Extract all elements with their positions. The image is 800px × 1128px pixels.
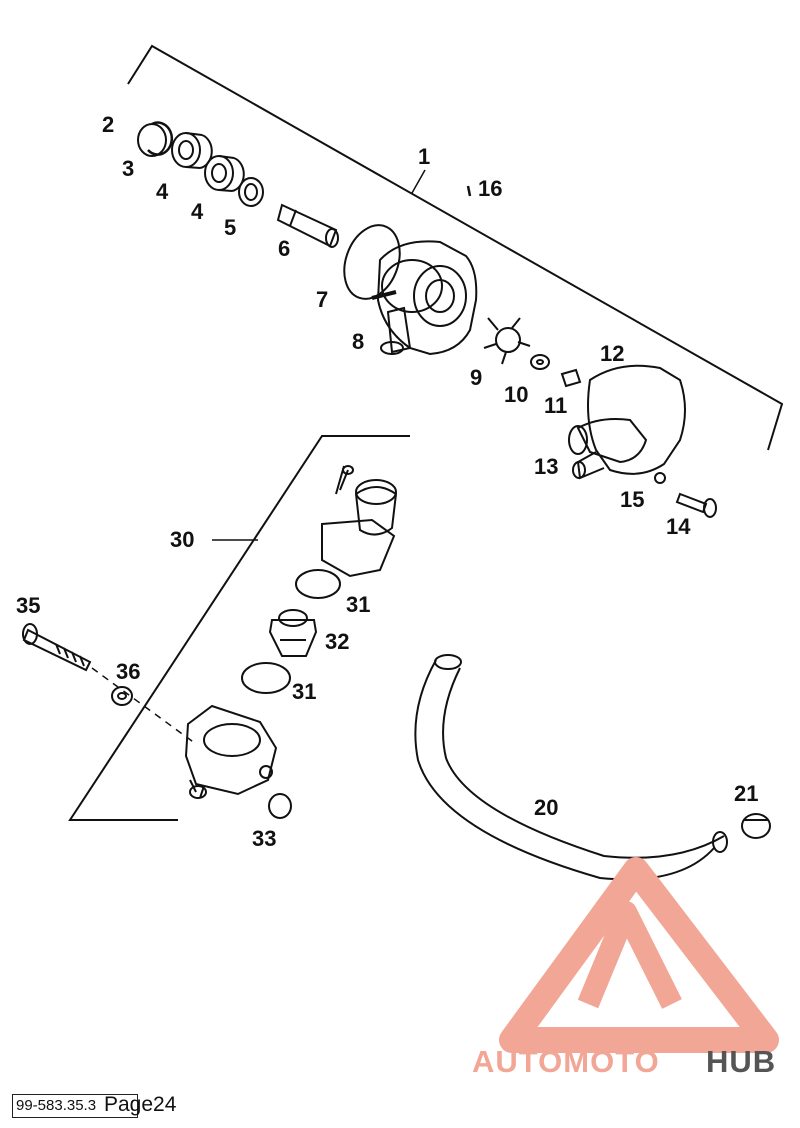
callout-10: 10 (504, 382, 529, 407)
page-number: Page24 (104, 1093, 177, 1116)
pump-housing-8 (371, 240, 478, 356)
watermark-text-primary: AUTOMOTO (472, 1044, 660, 1079)
nut-11 (560, 368, 582, 388)
document-code: 99-583.35.3 (12, 1094, 138, 1118)
assembly-bracket-30 (68, 435, 410, 821)
washer-10 (530, 354, 550, 370)
callout-21: 21 (734, 781, 759, 806)
bearing-4a (171, 132, 213, 169)
callout-36: 36 (116, 659, 141, 684)
oring-31b (241, 662, 291, 694)
callout-31a: 31 (346, 592, 371, 617)
oring-31a (295, 569, 341, 599)
callout-13: 13 (534, 454, 559, 479)
callout-14: 14 (666, 514, 691, 539)
oring-7 (343, 224, 401, 300)
callout-33: 33 (252, 826, 277, 851)
bearing-4b (204, 155, 245, 192)
callout-16: 16 (478, 176, 503, 201)
hose-20 (414, 654, 728, 881)
callout-7: 7 (316, 287, 329, 312)
impeller-9 (483, 317, 531, 365)
shaft-6 (276, 203, 339, 248)
callout-1: 1 (418, 144, 431, 169)
callout-20: 20 (534, 795, 559, 820)
callout-4b: 4 (191, 199, 204, 224)
callout-30: 30 (170, 527, 195, 552)
callout-3: 3 (122, 156, 135, 181)
callout-32: 32 (325, 629, 350, 654)
thermostat-32 (268, 609, 318, 657)
callout-12: 12 (600, 341, 625, 366)
callout-31b: 31 (292, 679, 317, 704)
callout-2: 2 (102, 112, 115, 137)
oring-33 (268, 793, 292, 819)
callout-35: 35 (16, 593, 41, 618)
callout-9: 9 (470, 365, 483, 390)
thermostat-housing-lower (184, 704, 278, 799)
callout-15: 15 (620, 487, 645, 512)
washer-36 (111, 686, 133, 706)
pump-cover-12 (568, 364, 686, 480)
dash-35 (91, 667, 197, 745)
callout-5: 5 (224, 215, 237, 240)
leader-1 (411, 169, 426, 194)
oring-15 (654, 472, 666, 484)
circlip-2 (147, 121, 174, 156)
watermark-logo-icon (499, 857, 779, 1053)
callout-8: 8 (352, 329, 365, 354)
circlip-3 (137, 123, 167, 157)
pin-16 (466, 185, 472, 197)
assembly-bracket-1 (127, 44, 784, 451)
bolt-35 (22, 623, 92, 672)
thermostat-cover-30 (321, 465, 398, 578)
callout-4a: 4 (156, 179, 169, 204)
bolt-14 (675, 492, 717, 518)
seal-5 (238, 177, 264, 207)
callout-6: 6 (278, 236, 291, 261)
watermark-text-secondary: HUB (706, 1044, 777, 1079)
hose-clamp-21 (741, 813, 771, 839)
callout-11: 11 (544, 393, 568, 418)
